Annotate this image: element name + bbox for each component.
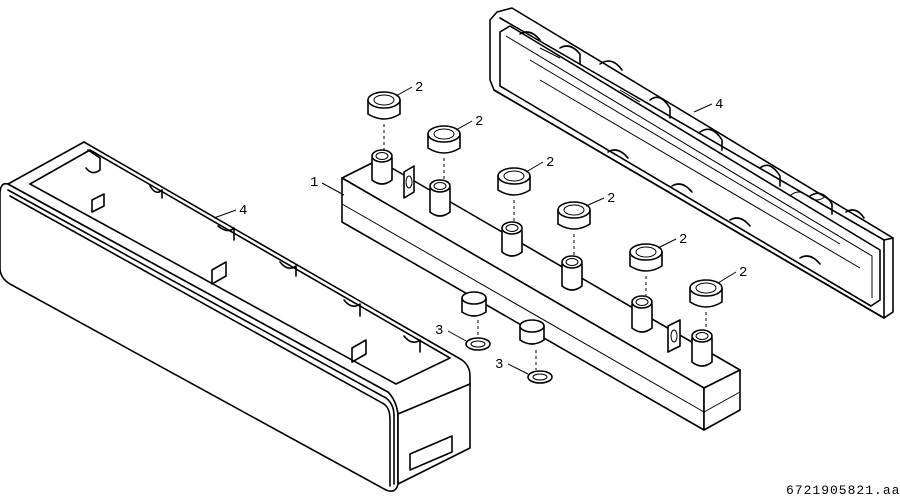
nut-4	[557, 201, 591, 230]
callout-nut-a: 2	[415, 80, 423, 96]
assembly-lines	[383, 124, 707, 370]
nut-2	[427, 125, 461, 154]
leader-lines	[213, 86, 737, 375]
pipe-stubs	[371, 149, 713, 367]
callout-nut-f: 2	[739, 265, 747, 281]
stub-4	[561, 255, 583, 291]
lower-stub-1	[461, 291, 487, 317]
nut-1	[367, 91, 401, 120]
callout-nut-e: 2	[679, 232, 687, 248]
nut-3	[497, 167, 531, 196]
callout-insulation-right: 4	[715, 97, 723, 113]
insulation-shell-left	[0, 141, 471, 492]
callout-nut-d: 2	[607, 191, 615, 207]
stub-1	[371, 149, 393, 185]
document-id: 6721905821.aa	[786, 483, 900, 498]
callout-nut-b: 2	[475, 114, 483, 130]
callout-gasket-b: 3	[495, 357, 503, 373]
callout-labels: 1 2 2 2 2 2 2 3 3 4 4	[239, 80, 747, 373]
callout-nut-c: 2	[546, 155, 554, 171]
lower-stub-2	[519, 319, 545, 345]
stub-3	[501, 221, 523, 257]
callout-manifold: 1	[310, 175, 318, 191]
union-nuts	[367, 91, 723, 308]
nut-6	[689, 279, 723, 308]
stub-6	[691, 329, 713, 367]
gasket-1	[465, 337, 491, 351]
insulation-shell-right	[489, 7, 894, 319]
gasket-2	[527, 370, 553, 384]
callout-gasket-a: 3	[435, 323, 443, 339]
gaskets	[465, 337, 553, 384]
callout-insulation-left: 4	[239, 203, 247, 219]
nut-5	[629, 243, 663, 272]
stub-2	[429, 179, 451, 217]
stub-5	[631, 295, 653, 333]
